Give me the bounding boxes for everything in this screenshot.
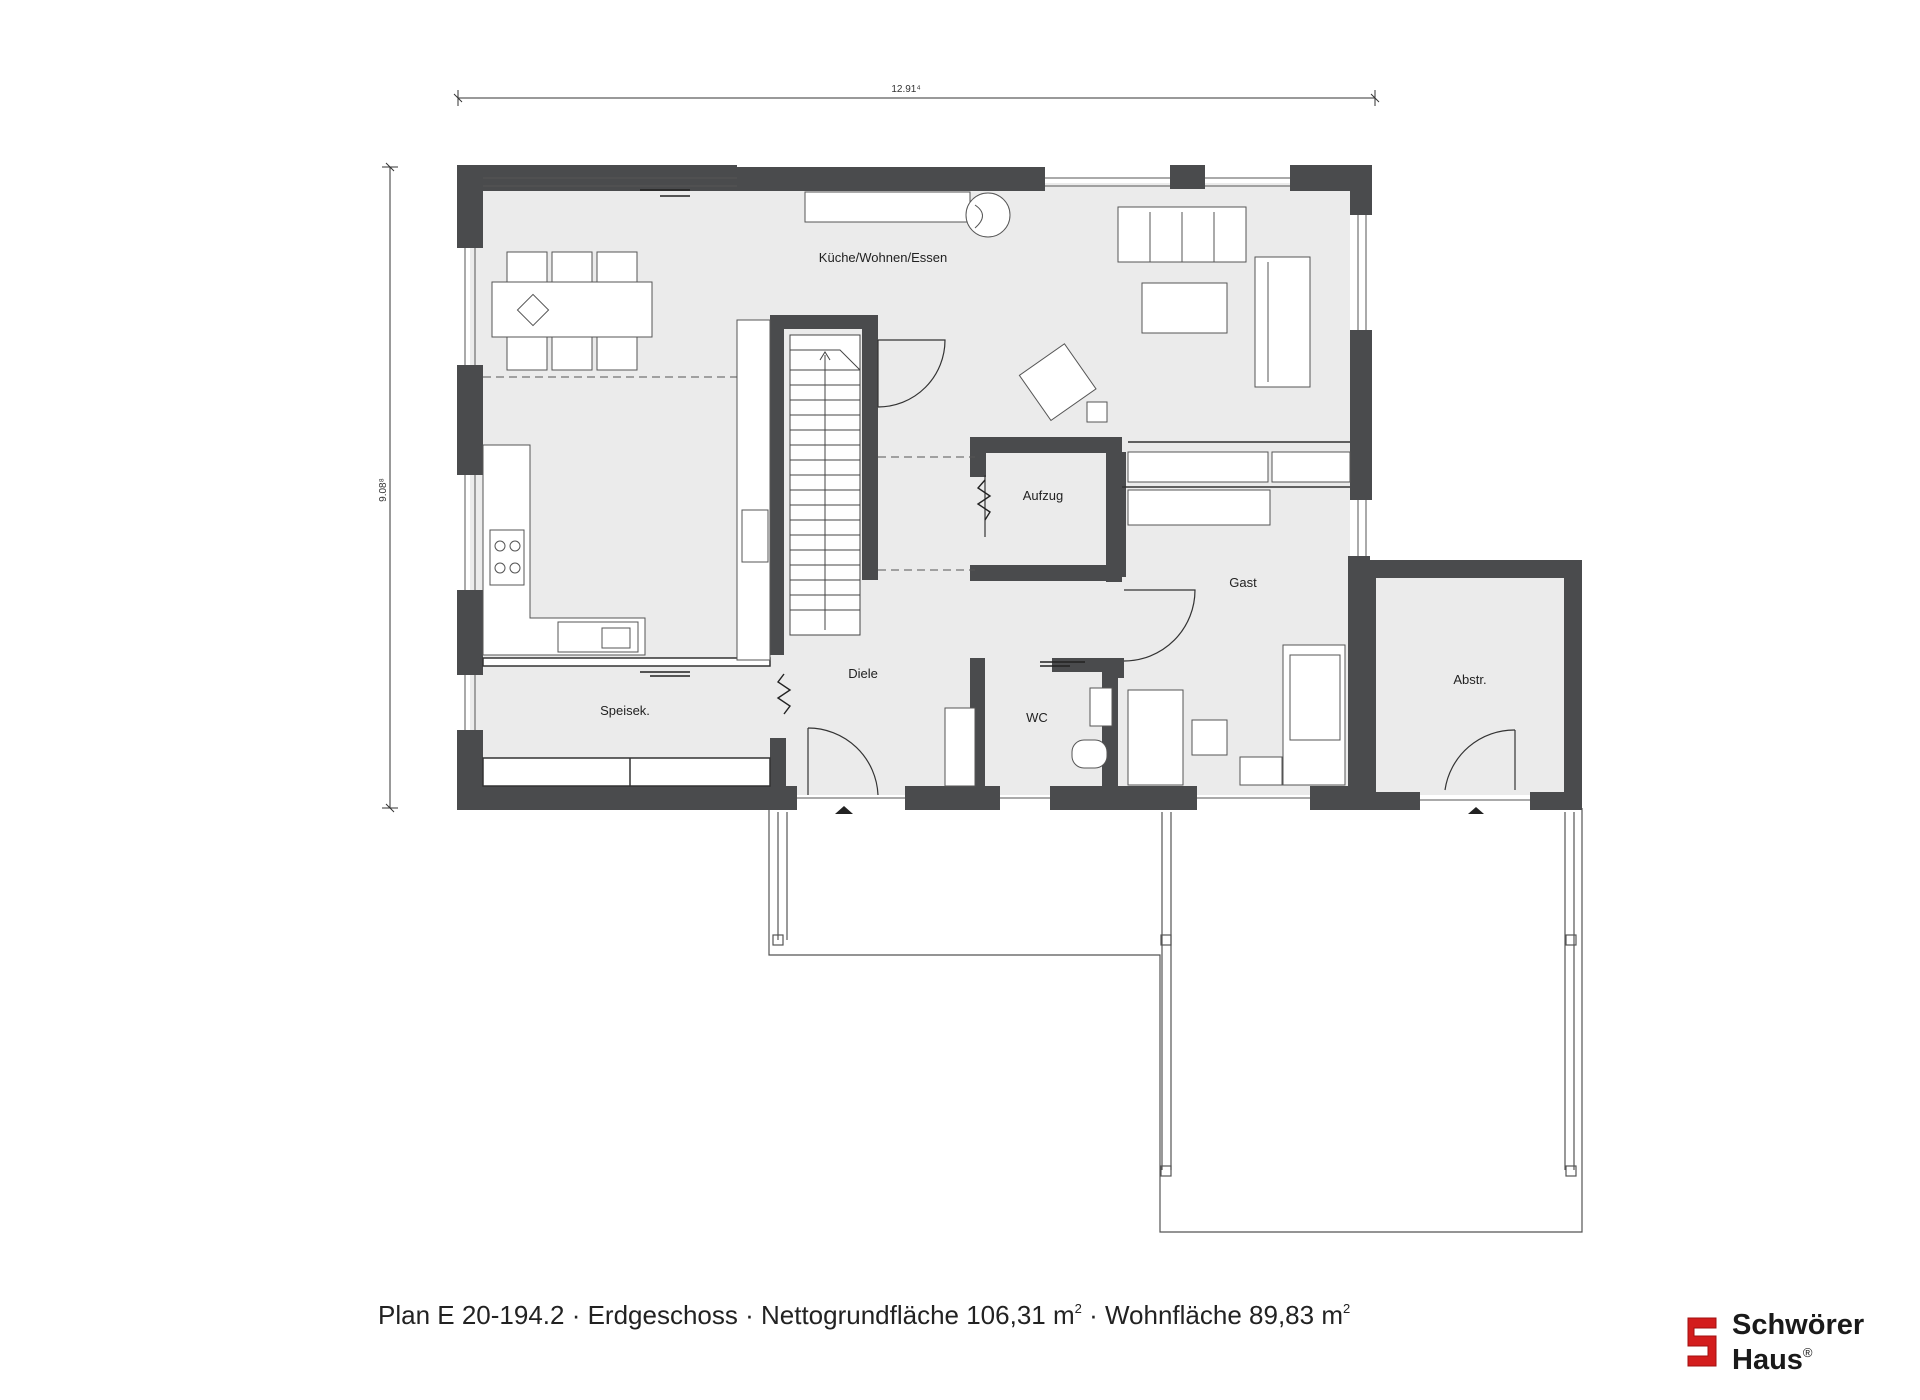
sliding-doors (640, 189, 1085, 715)
caption-part1: Plan E 20-194.2 · Erdgeschoss · Nettogru… (378, 1300, 1075, 1330)
storage-walls (1362, 560, 1582, 810)
room-label-storage: Abstr. (1453, 672, 1486, 687)
schwoerer-haus-logo: Schwörer Haus® (1680, 1309, 1900, 1376)
logo-wordmark: Schwörer Haus® (1732, 1309, 1865, 1376)
room-label-wc: WC (1026, 710, 1048, 725)
room-label-guest: Gast (1229, 575, 1257, 590)
doors (807, 339, 1516, 796)
room-label-hall: Diele (848, 666, 878, 681)
dining-set (491, 251, 653, 371)
width-dimension: 12.91⁴ (891, 84, 920, 95)
partitions (482, 441, 1350, 787)
logo-line-1: Schwörer (1732, 1309, 1865, 1341)
bathroom-fixtures (944, 687, 1113, 787)
logo-s-icon (1687, 1317, 1717, 1367)
registered-mark: ® (1802, 1345, 1813, 1360)
caption-part2: · Wohnfläche 89,83 m (1081, 1300, 1343, 1330)
caption-sup1: 2 (1074, 1301, 1082, 1316)
kitchen-units (482, 191, 971, 661)
depth-dimension: 9.08⁸ (378, 478, 389, 502)
entrance-markers (835, 806, 1484, 814)
plan-caption: Plan E 20-194.2 · Erdgeschoss · Nettogru… (378, 1300, 1350, 1331)
interior-walls (770, 315, 1126, 788)
terrace-outline (768, 808, 1583, 1233)
guest-furniture (1127, 644, 1346, 786)
living-furniture (965, 192, 1351, 526)
beams (483, 376, 975, 571)
room-label-pantry: Speisek. (600, 703, 650, 718)
windows (464, 177, 1530, 801)
staircase (789, 334, 861, 636)
caption-sup2: 2 (1342, 1301, 1351, 1316)
room-label-elevator: Aufzug (1023, 488, 1063, 503)
room-label-kitchen: Küche/Wohnen/Essen (819, 250, 947, 265)
exterior-walls (457, 165, 1372, 810)
logo-line-2: Haus® (1732, 1344, 1813, 1376)
dimension-lines (382, 90, 1380, 813)
